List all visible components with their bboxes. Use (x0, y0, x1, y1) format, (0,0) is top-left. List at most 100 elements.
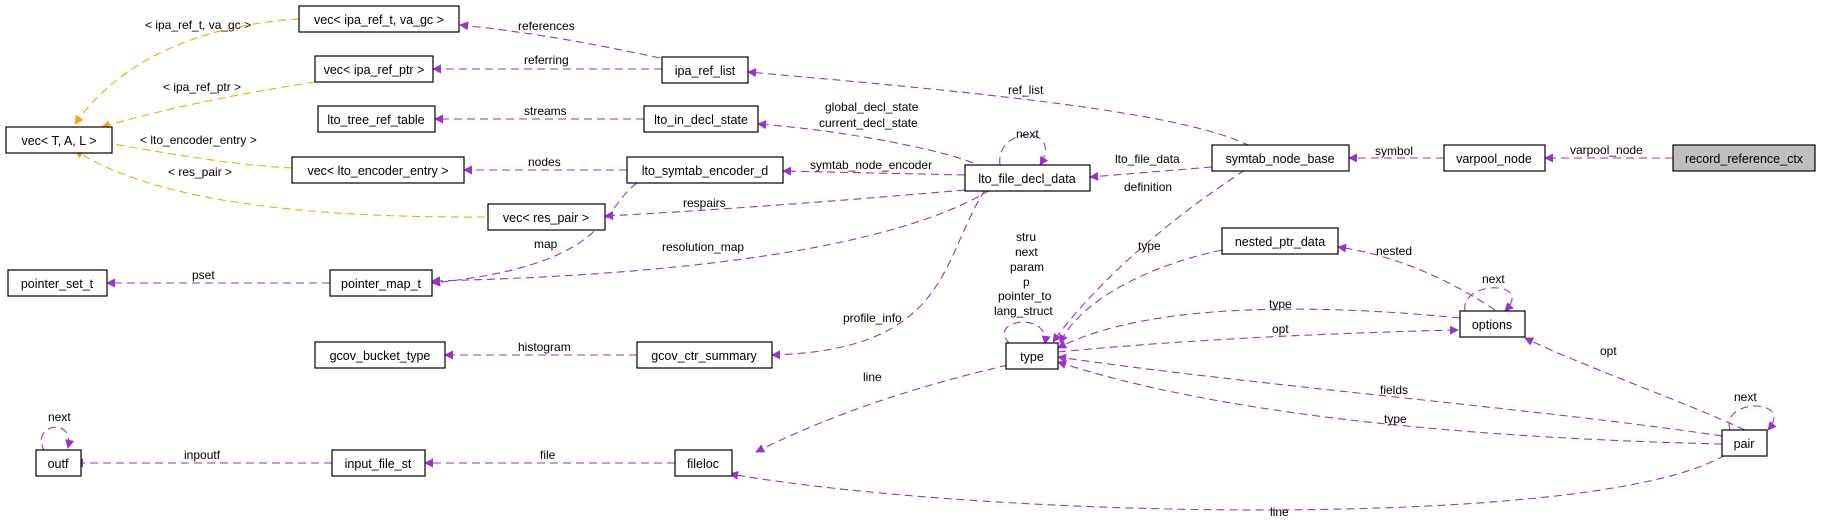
edge-definition (1052, 169, 1246, 343)
label-fields: fields (1380, 383, 1408, 397)
label-options-next: next (1482, 272, 1505, 286)
edge-symtab-node-encoder (782, 166, 966, 176)
edge-respairs (604, 189, 966, 221)
node-vec-ipa-ref-ptr[interactable]: vec< ipa_ref_ptr > (314, 55, 434, 83)
node-symtab-node-base[interactable]: symtab_node_base (1211, 144, 1350, 172)
node-label: record_reference_ctx (1685, 152, 1804, 166)
node-type[interactable]: type (1005, 342, 1059, 370)
edge-vec-res-pair (74, 149, 486, 218)
node-nested-ptr-data[interactable]: nested_ptr_data (1221, 227, 1339, 255)
node-vec-tal[interactable]: vec< T, A, L > (5, 126, 113, 154)
node-label: gcov_bucket_type (330, 349, 431, 363)
label-self-pointer-to: pointer_to (998, 289, 1052, 303)
label-self-stru: stru (1016, 230, 1036, 244)
label-symbol: symbol (1375, 144, 1413, 158)
edge-opt-options (1057, 325, 1459, 353)
label-line-type: line (863, 370, 882, 384)
label-histogram: histogram (518, 340, 571, 354)
node-label: varpool_node (1456, 152, 1532, 166)
node-varpool-node[interactable]: varpool_node (1443, 144, 1546, 172)
label-res-pair: < res_pair > (168, 165, 232, 179)
node-label: pointer_set_t (21, 277, 94, 291)
node-pointer-set-t[interactable]: pointer_set_t (7, 269, 108, 297)
node-label: vec< lto_encoder_entry > (307, 164, 448, 178)
label-outf-next: next (48, 410, 71, 424)
node-vec-ipa-ref-t[interactable]: vec< ipa_ref_t, va_gc > (298, 5, 460, 33)
edge-pair-line (729, 454, 1726, 511)
node-pair[interactable]: pair (1721, 429, 1768, 457)
edge-nested-type (1059, 249, 1223, 344)
node-label: type (1020, 350, 1044, 364)
label-respairs: respairs (683, 196, 726, 210)
label-inpoutf: inpoutf (184, 448, 221, 462)
node-label: vec< ipa_ref_t, va_gc > (314, 13, 444, 27)
label-pset: pset (192, 268, 215, 282)
label-referring: referring (524, 53, 569, 67)
node-label: lto_in_decl_state (654, 113, 748, 127)
label-symtab-node-encoder: symtab_node_encoder (810, 158, 932, 172)
node-gcov-bucket-type[interactable]: gcov_bucket_type (314, 341, 446, 369)
edge-map (431, 182, 638, 287)
edge-references (459, 21, 661, 59)
label-lfdd-next: next (1016, 127, 1039, 141)
label-ipa-ref-t-va-gc: < ipa_ref_t, va_gc > (145, 18, 251, 32)
node-label: lto_tree_ref_table (327, 113, 424, 127)
label-definition: definition (1124, 180, 1172, 194)
edge-pair-opt (1524, 337, 1746, 431)
node-lto-symtab-encoder-d[interactable]: lto_symtab_encoder_d (626, 156, 784, 184)
node-lto-tree-ref-table[interactable]: lto_tree_ref_table (317, 105, 436, 133)
edge-decl-state (757, 120, 986, 169)
node-lto-in-decl-state[interactable]: lto_in_decl_state (643, 105, 759, 133)
label-lto-file-data: lto_file_data (1115, 152, 1180, 166)
label-ref-list: ref_list (1008, 83, 1044, 97)
node-ipa-ref-list[interactable]: ipa_ref_list (661, 56, 749, 84)
label-lto-encoder-entry: < lto_encoder_entry > (140, 133, 257, 147)
edges-template (74, 18, 486, 218)
edge-vec-ipa-ref-ptr (101, 81, 316, 130)
node-label: ipa_ref_list (675, 64, 736, 78)
edge-options-type (1057, 308, 1461, 349)
label-self-next: next (1015, 245, 1038, 259)
node-label: input_file_st (345, 457, 412, 471)
node-label: gcov_ctr_summary (651, 349, 757, 363)
edge-type-self (1003, 321, 1051, 345)
node-input-file-st[interactable]: input_file_st (331, 449, 426, 477)
node-lto-file-decl-data[interactable]: lto_file_decl_data (964, 164, 1091, 192)
label-opt-options: opt (1272, 322, 1289, 336)
node-label: vec< res_pair > (503, 211, 589, 225)
nodes: vec< T, A, L > vec< ipa_ref_t, va_gc > v… (5, 5, 1816, 477)
node-options[interactable]: options (1459, 310, 1526, 338)
edge-vec-ipa-ref-t (74, 18, 300, 125)
node-outf[interactable]: outf (35, 449, 82, 477)
node-label: lto_symtab_encoder_d (642, 164, 769, 178)
node-label: symtab_node_base (1225, 152, 1334, 166)
edge-outf-next (40, 426, 75, 453)
edge-fields (1057, 353, 1723, 437)
label-nodes: nodes (528, 155, 561, 169)
node-fileloc[interactable]: fileloc (674, 449, 733, 477)
node-label: vec< ipa_ref_ptr > (324, 63, 425, 77)
node-pointer-map-t[interactable]: pointer_map_t (329, 269, 433, 297)
label-file: file (540, 448, 556, 462)
edge-profile-info (771, 189, 986, 360)
node-vec-res-pair[interactable]: vec< res_pair > (487, 203, 606, 231)
label-pair-line: line (1270, 505, 1289, 519)
label-streams: streams (524, 104, 567, 118)
node-gcov-ctr-summary[interactable]: gcov_ctr_summary (636, 341, 773, 369)
label-current-decl-state: current_decl_state (819, 116, 918, 130)
edges-usage (40, 21, 1777, 511)
node-vec-lto-encoder-entry[interactable]: vec< lto_encoder_entry > (291, 156, 465, 184)
label-self-lang-struct: lang_struct (994, 304, 1053, 318)
edge-line (755, 364, 1009, 453)
node-label: fileloc (687, 457, 719, 471)
label-self-param: param (1010, 260, 1044, 274)
edge-labels: < ipa_ref_t, va_gc > < ipa_ref_ptr > < l… (48, 18, 1757, 519)
label-pair-opt: opt (1600, 344, 1617, 358)
edge-pair-next (1728, 405, 1777, 431)
label-options-type: type (1269, 297, 1292, 311)
node-record-reference-ctx[interactable]: record_reference_ctx (1672, 144, 1816, 172)
node-label: pointer_map_t (341, 277, 421, 291)
node-label: options (1472, 318, 1512, 332)
label-map: map (534, 237, 558, 251)
edge-lto-file-data (1089, 166, 1213, 181)
